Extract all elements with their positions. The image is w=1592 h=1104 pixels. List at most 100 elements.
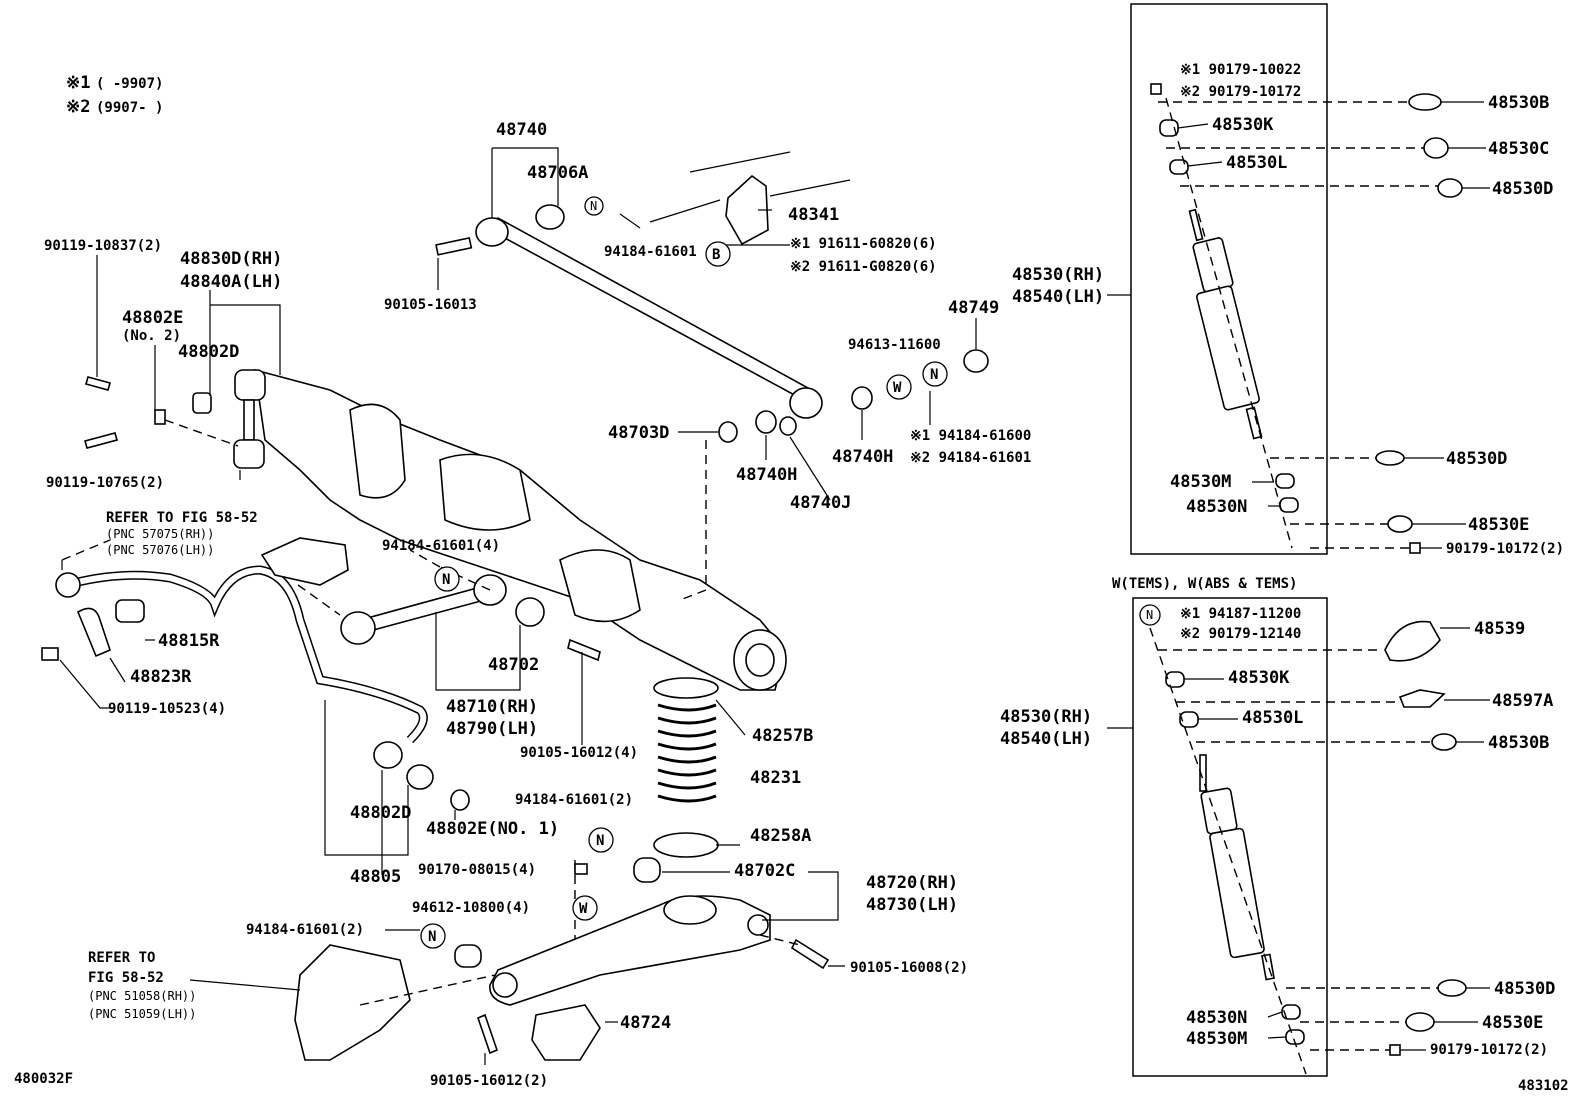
label-48530K-2: 48530K [1228,668,1290,688]
label-48530D-3: 48530D [1494,979,1555,999]
label-90119-10765: 90119-10765(2) [46,475,164,491]
label-48530B-1: 48530B [1488,93,1549,113]
svg-text:N: N [1146,608,1153,622]
label-48530E-1: 48530E [1468,515,1529,535]
label-90105-16013: 90105-16013 [384,297,477,313]
lower-control-arm [454,895,830,1061]
label-refer2-a: REFER TO [88,950,155,966]
svg-text:N: N [596,833,604,849]
mount-parts-bottom: 48539 48597A 48530B 48530D 48530E 90179-… [1384,619,1555,1058]
illustration-id-right: 483102 [1518,1078,1569,1094]
label-t1: ※1 90179-10022 [1180,62,1301,78]
label-48815R: 48815R [158,631,220,651]
label-refer1-a: REFER TO FIG 58-52 [106,510,258,526]
label-48740J: 48740J [790,493,851,513]
axle-housing [254,368,787,691]
label-48790: 48790(LH) [446,719,538,739]
label-48540-lh-1: 48540(LH) [1012,287,1104,307]
label-48830D: 48830D(RH) [180,249,282,269]
label-48703D: 48703D [608,423,669,443]
label-94184-61601: 94184-61601 [604,244,697,260]
labels-main: 48740 48706A 48341 94184-61601 ※1 91611-… [44,120,1031,1089]
leader-lines [59,147,977,1065]
note-1-text: ( -9907) [96,76,163,92]
label-48231: 48231 [750,768,801,788]
label-94613-11600: 94613-11600 [848,337,941,353]
label-48530M-1: 48530M [1170,472,1231,492]
label-48802E: 48802E [122,308,183,328]
label-48530N-1: 48530N [1186,497,1247,517]
marker-N-3: N [434,566,460,592]
label-94184-61601-4: 94184-61601(4) [382,538,500,554]
label-b2: ※2 91611-G0820(6) [790,259,937,275]
label-refer1-c: (PNC 57076(LH)) [106,543,214,557]
label-48702: 48702 [488,655,539,675]
label-b1: ※1 91611-60820(6) [790,236,937,252]
note-2-text: (9907- ) [96,100,163,116]
label-94612-10800: 94612-10800(4) [412,900,530,916]
label-90119-10523: 90119-10523(4) [108,701,226,717]
bolt-90105-16012 [567,638,601,662]
bracket-48341 [725,174,769,246]
label-48257B: 48257B [752,726,813,746]
label-48740: 48740 [496,120,547,140]
label-48530C: 48530C [1488,139,1549,159]
label-48258A: 48258A [750,826,811,846]
svg-text:N: N [590,199,597,213]
label-tems-header: W(TEMS), W(ABS & TEMS) [1112,576,1297,592]
label-48802E-no1: 48802E(NO. 1) [426,819,559,839]
label-48720: 48720(RH) [866,873,958,893]
note-2-mark: ※2 [66,97,90,117]
label-48840A: 48840A(LH) [180,272,282,292]
label-90105-16008: 90105-16008(2) [850,960,968,976]
upper-control-arm [475,204,823,419]
mount-parts-top: 48530B 48530C 48530D 48530D 48530E 90179… [1375,93,1564,557]
label-48724: 48724 [620,1013,671,1033]
label-48706A: 48706A [527,163,588,183]
label-48597A: 48597A [1492,691,1553,711]
label-48740H-b: 48740H [832,447,893,467]
bushings-right [435,236,989,443]
shock-panel-bottom: 48530(RH) 48540(LH) N ※1 94187-11200 ※2 … [1000,597,1440,1077]
marker-W-2: W [572,895,598,921]
label-90170-08015: 90170-08015(4) [418,862,536,878]
svg-text:W: W [893,380,902,396]
marker-N-6: N [1139,604,1161,626]
label-refer2-c: (PNC 51058(RH)) [88,989,196,1003]
note-1-mark: ※1 [66,73,90,93]
label-w2: ※2 94184-61601 [910,450,1031,466]
label-48730: 48730(LH) [866,895,958,915]
label-48823R: 48823R [130,667,192,687]
label-48530D-2: 48530D [1446,449,1507,469]
svg-text:N: N [930,367,938,383]
label-48540-lh-2: 48540(LH) [1000,729,1092,749]
label-48530E-2: 48530E [1482,1013,1543,1033]
nut-90170-08015 [574,863,588,875]
label-48530B-2: 48530B [1488,733,1549,753]
svg-text:W: W [579,901,588,917]
marker-N-4: N [588,827,614,853]
label-u2: ※2 90179-12140 [1180,626,1301,642]
label-48740H-a: 48740H [736,465,797,485]
label-u1: ※1 94187-11200 [1180,606,1301,622]
label-48530M-2: 48530M [1186,1029,1247,1049]
illustration-id-left: 480032F [14,1071,73,1087]
frame-bracket [294,944,411,1061]
label-48530K-1: 48530K [1212,115,1274,135]
svg-text:N: N [428,929,436,945]
label-48802D-bot: 48802D [350,803,411,823]
marker-N-5: N [420,923,446,949]
label-48749: 48749 [948,298,999,318]
label-48802E-no2: (No. 2) [122,328,181,344]
label-94184-61601-2a: 94184-61601(2) [515,792,633,808]
label-48530N-2: 48530N [1186,1008,1247,1028]
label-t2: ※2 90179-10172 [1180,84,1301,100]
stabilizer-bar [41,565,470,811]
label-48530L-2: 48530L [1242,708,1303,728]
label-48805: 48805 [350,867,401,887]
marker-W-1: W [886,374,912,400]
marker-N-1: N [584,196,604,216]
label-48710: 48710(RH) [446,697,538,717]
label-w1: ※1 94184-61600 [910,428,1031,444]
